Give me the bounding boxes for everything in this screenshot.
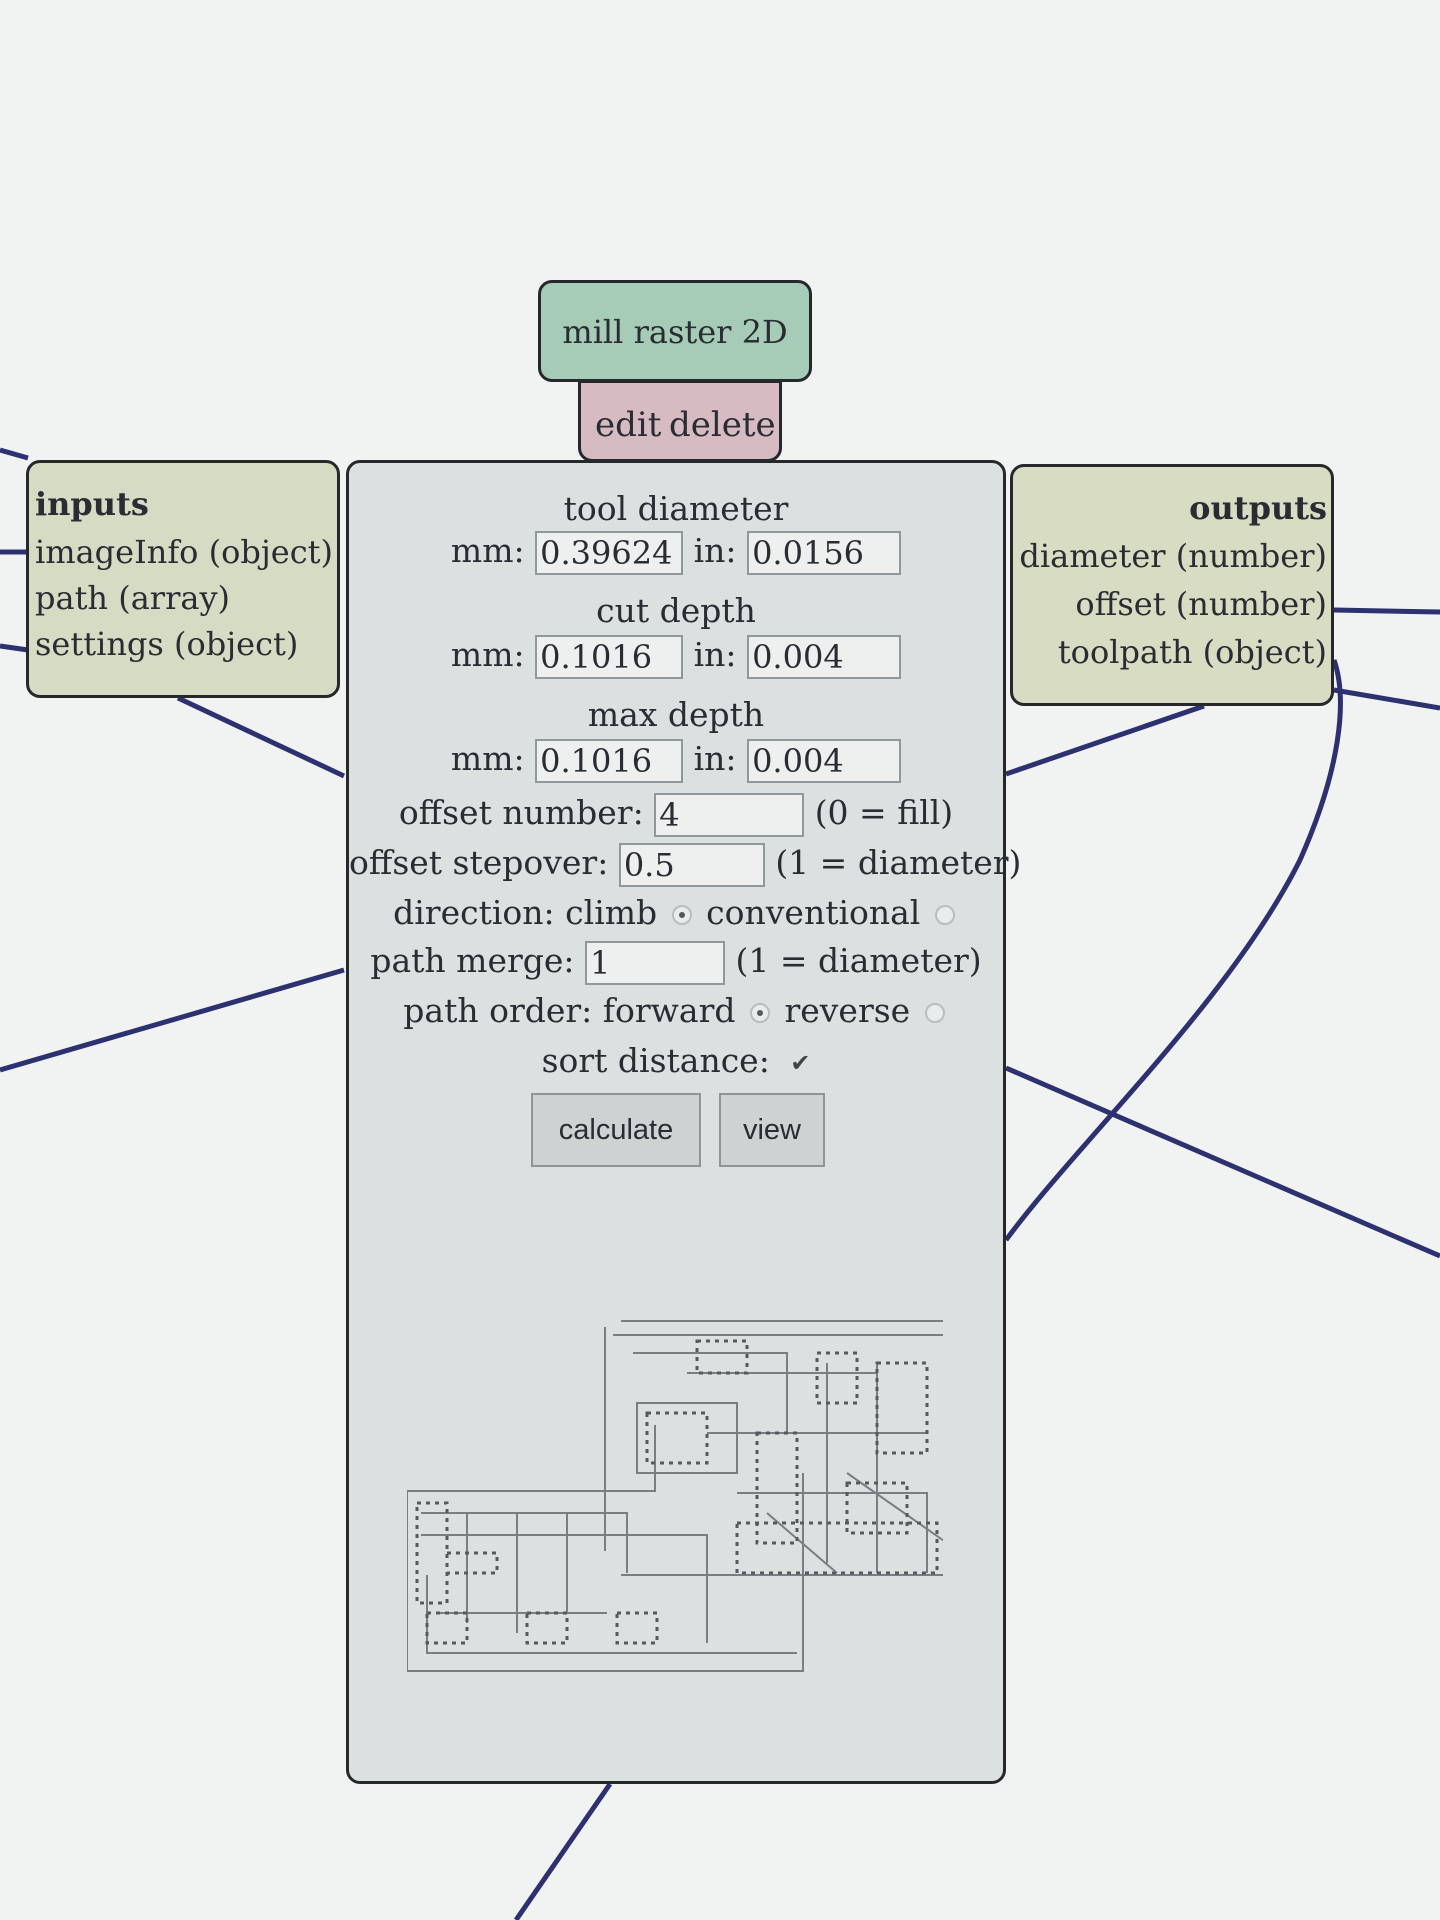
toolpath-preview bbox=[407, 1320, 943, 1672]
path-order-row: path order: forward reverse bbox=[349, 991, 1003, 1030]
wire bbox=[1005, 703, 1205, 777]
path-order-forward-label: forward bbox=[602, 991, 736, 1030]
path-merge-note: (1 = diameter) bbox=[735, 941, 982, 980]
inputs-header: inputs bbox=[35, 485, 149, 523]
outputs-header: outputs bbox=[1189, 489, 1327, 527]
controls-panel: tool diameter mm: in: cut depth mm: in: … bbox=[346, 460, 1021, 1784]
preview-pad bbox=[815, 1351, 859, 1405]
in-label: in: bbox=[693, 739, 737, 778]
in-label: in: bbox=[693, 531, 737, 570]
mm-label: mm: bbox=[450, 531, 525, 570]
preview-pad bbox=[845, 1481, 909, 1535]
direction-climb-radio[interactable] bbox=[671, 905, 692, 925]
max-depth-mm-input[interactable] bbox=[535, 739, 684, 783]
wire bbox=[513, 1782, 613, 1920]
path-merge-row: path merge: (1 = diameter) bbox=[349, 941, 1003, 985]
delete-link[interactable]: delete bbox=[669, 405, 776, 445]
sort-distance-row: sort distance: ✔ bbox=[349, 1041, 1003, 1080]
path-order-label: path order: bbox=[403, 991, 593, 1030]
outputs-panel: outputs diameter (number) offset (number… bbox=[1010, 464, 1334, 706]
output-port-diameter[interactable]: diameter (number) bbox=[1019, 537, 1327, 575]
wire bbox=[0, 967, 345, 1073]
offset-stepover-row: offset stepover: (1 = diameter) bbox=[349, 843, 1021, 887]
tool-diameter-in-input[interactable] bbox=[747, 531, 902, 575]
cut-depth-row: mm: in: bbox=[349, 635, 1003, 679]
wire bbox=[1003, 659, 1343, 1242]
preview-pad bbox=[415, 1501, 449, 1605]
offset-stepover-label: offset stepover: bbox=[349, 843, 609, 882]
max-depth-label: max depth bbox=[587, 695, 765, 734]
output-port-offset[interactable]: offset (number) bbox=[1075, 585, 1327, 623]
direction-label: direction: bbox=[393, 893, 555, 932]
offset-number-label: offset number: bbox=[398, 793, 644, 832]
offset-number-input[interactable] bbox=[654, 793, 805, 837]
preview-pad bbox=[425, 1611, 469, 1645]
direction-climb-label: climb bbox=[565, 893, 658, 932]
tool-diameter-label: tool diameter bbox=[563, 489, 789, 528]
preview-pad bbox=[445, 1551, 499, 1575]
cut-depth-in-input[interactable] bbox=[747, 635, 902, 679]
direction-conventional-label: conventional bbox=[706, 893, 921, 932]
edit-link[interactable]: edit bbox=[595, 405, 662, 445]
input-port-imageinfo[interactable]: imageInfo (object) bbox=[35, 533, 333, 571]
max-depth-row: mm: in: bbox=[349, 739, 1003, 783]
sort-distance-label: sort distance: bbox=[541, 1041, 770, 1080]
module-actions: edit delete bbox=[578, 380, 782, 462]
preview-trace bbox=[407, 1473, 804, 1672]
preview-trace bbox=[633, 1352, 788, 1433]
preview-trace bbox=[426, 1575, 797, 1654]
path-order-forward-radio[interactable] bbox=[749, 1003, 770, 1023]
preview-trace bbox=[407, 1425, 656, 1492]
preview-trace bbox=[636, 1402, 738, 1474]
wire bbox=[1005, 1065, 1440, 1259]
preview-trace bbox=[421, 1534, 708, 1643]
offset-stepover-input[interactable] bbox=[618, 843, 765, 887]
path-merge-label: path merge: bbox=[370, 941, 575, 980]
max-depth-in-input[interactable] bbox=[747, 739, 902, 783]
offset-number-row: offset number: (0 = fill) bbox=[349, 793, 1003, 837]
mm-label: mm: bbox=[450, 739, 525, 778]
preview-pad bbox=[645, 1411, 709, 1465]
calculate-button[interactable]: calculate bbox=[531, 1093, 701, 1167]
direction-row: direction: climb conventional bbox=[349, 893, 1003, 932]
preview-pad bbox=[615, 1611, 659, 1645]
input-port-settings[interactable]: settings (object) bbox=[35, 625, 299, 663]
preview-trace bbox=[737, 1492, 928, 1573]
preview-pad bbox=[875, 1361, 929, 1455]
preview-trace bbox=[421, 1512, 628, 1573]
direction-conventional-radio[interactable] bbox=[934, 905, 955, 925]
in-label: in: bbox=[693, 635, 737, 674]
preview-trace bbox=[621, 1320, 943, 1576]
wire bbox=[0, 447, 29, 461]
preview-pad bbox=[735, 1521, 939, 1575]
path-order-reverse-label: reverse bbox=[784, 991, 911, 1030]
tool-diameter-row: mm: in: bbox=[349, 531, 1003, 575]
preview-trace bbox=[766, 1512, 838, 1574]
path-order-reverse-radio[interactable] bbox=[924, 1003, 945, 1023]
module-title: mill raster 2D bbox=[562, 313, 788, 351]
wire bbox=[1333, 687, 1440, 711]
wire bbox=[1333, 607, 1440, 615]
output-port-toolpath[interactable]: toolpath (object) bbox=[1057, 633, 1327, 671]
preview-pad bbox=[695, 1339, 749, 1375]
input-port-path[interactable]: path (array) bbox=[35, 579, 230, 617]
preview-pad bbox=[755, 1431, 799, 1545]
wire bbox=[176, 695, 346, 779]
preview-trace bbox=[846, 1472, 943, 1542]
cut-depth-label: cut depth bbox=[596, 591, 756, 630]
cut-depth-mm-input[interactable] bbox=[535, 635, 684, 679]
module-title-node[interactable]: mill raster 2D bbox=[538, 280, 812, 382]
tool-diameter-mm-input[interactable] bbox=[535, 531, 684, 575]
offset-number-note: (0 = fill) bbox=[814, 793, 954, 832]
preview-pad bbox=[525, 1611, 569, 1645]
wire bbox=[0, 643, 29, 653]
mm-label: mm: bbox=[450, 635, 525, 674]
preview-trace bbox=[613, 1334, 943, 1336]
path-merge-input[interactable] bbox=[585, 941, 726, 985]
sort-distance-checkbox[interactable]: ✔ bbox=[790, 1049, 811, 1077]
view-button[interactable]: view bbox=[719, 1093, 825, 1167]
offset-stepover-note: (1 = diameter) bbox=[775, 843, 1022, 882]
inputs-panel: inputs imageInfo (object) path (array) s… bbox=[26, 460, 340, 698]
